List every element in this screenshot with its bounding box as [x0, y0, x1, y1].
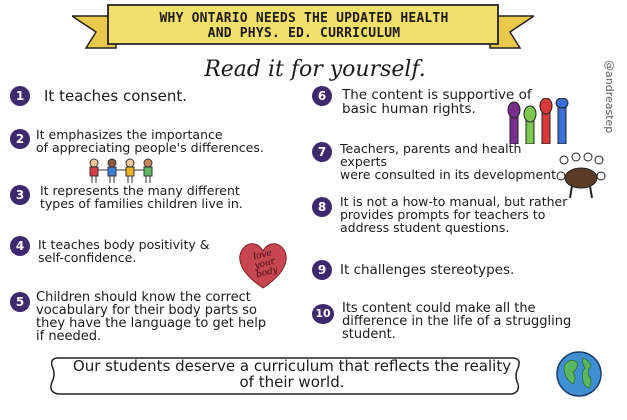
banner-title: WHY ONTARIO NEEDS THE UPDATED HEALTH AND… [159, 11, 449, 41]
raised-hands-icon [507, 98, 569, 144]
reason-text: It teaches body positivity & self-confid… [38, 237, 210, 265]
heart-icon [239, 243, 287, 289]
reason-text: It emphasizes the importance of apprecia… [36, 127, 264, 155]
number-badge: 9 [312, 260, 332, 280]
subtitle: Read it for yourself. [204, 57, 426, 82]
title-banner: WHY ONTARIO NEEDS THE UPDATED HEALTH AND… [72, 2, 534, 54]
ribbon-shape [72, 4, 534, 49]
people-chain-icon [89, 158, 153, 183]
number-badge: 6 [312, 86, 332, 106]
number-badge: 10 [312, 304, 334, 324]
number-badge: 3 [10, 185, 30, 205]
number-badge: 1 [10, 86, 30, 106]
number-badge: 2 [10, 129, 30, 149]
footer-message: Our students deserve a curriculum that r… [72, 357, 512, 391]
reason-text: Teachers, parents and health experts wer… [340, 141, 560, 182]
author-credit: @andreastep [603, 60, 616, 134]
footer-banner [50, 357, 520, 395]
meeting-table-icon [556, 152, 606, 199]
reason-text: Children should know the correct vocabul… [36, 290, 267, 344]
number-badge: 4 [10, 236, 30, 256]
reason-text: The content is supportive of basic human… [342, 87, 532, 117]
globe-icon [556, 351, 602, 397]
number-badge: 8 [312, 197, 332, 217]
number-badge: 5 [10, 292, 30, 312]
reason-text: It challenges stereotypes. [340, 262, 515, 278]
reason-text: It represents the many different types o… [40, 183, 243, 211]
reason-text: It is not a how-to manual, but rather pr… [340, 194, 568, 235]
number-badge: 7 [312, 142, 332, 162]
reason-text: It teaches consent. [44, 87, 188, 105]
reason-text: Its content could make all the differenc… [342, 301, 572, 342]
